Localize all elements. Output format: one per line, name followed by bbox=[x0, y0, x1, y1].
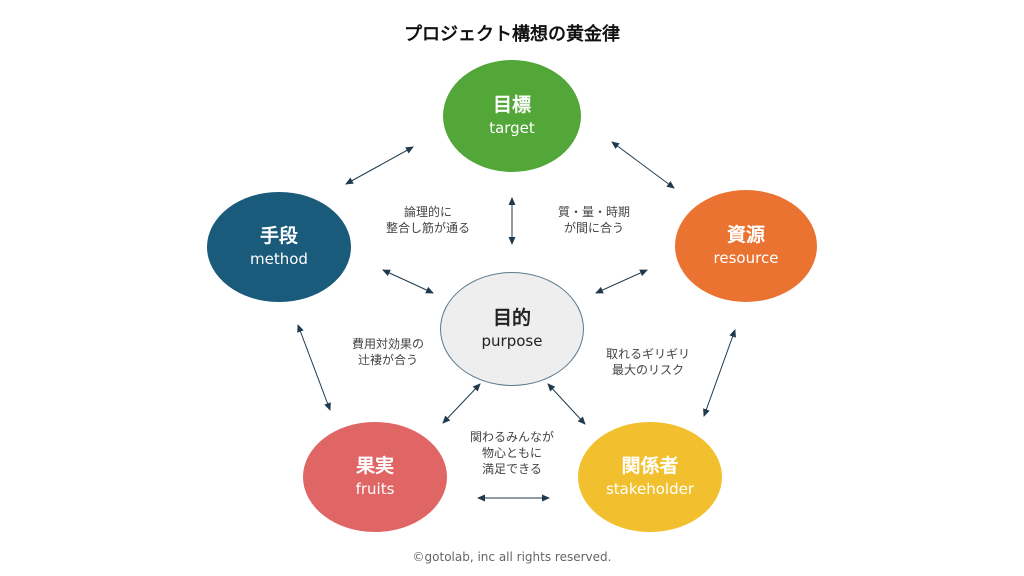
note-line: が間に合う bbox=[563, 221, 624, 235]
arrow-purpose-stakeholder bbox=[547, 383, 586, 425]
node-purpose-en: purpose bbox=[481, 332, 543, 350]
arrow-method-target bbox=[345, 146, 414, 185]
arrow-target-resource bbox=[611, 141, 675, 189]
node-method: 手段 method bbox=[207, 192, 351, 302]
node-target: 目標 target bbox=[443, 60, 581, 172]
arrow-resource-purpose bbox=[595, 269, 648, 294]
note-line: 辻褄が合う bbox=[357, 353, 418, 367]
node-fruits: 果実 fruits bbox=[303, 422, 447, 532]
node-method-jp: 手段 bbox=[259, 225, 298, 247]
node-method-en: method bbox=[250, 250, 308, 268]
node-purpose: 目的 purpose bbox=[440, 272, 584, 386]
node-stakeholder-en: stakeholder bbox=[605, 480, 695, 498]
note-line: 物心ともに bbox=[481, 446, 542, 460]
copyright-footer: ©gotolab, inc all rights reserved. bbox=[412, 550, 612, 564]
node-resource-en: resource bbox=[713, 249, 779, 267]
node-stakeholder: 関係者 stakeholder bbox=[578, 422, 722, 532]
note-line: 取れるギリギリ bbox=[605, 347, 690, 361]
note-line: 質・量・時期 bbox=[557, 205, 630, 219]
note-method-target: 論理的に 整合し筋が通る bbox=[368, 204, 488, 236]
diagram-title: プロジェクト構想の黄金律 bbox=[404, 24, 620, 45]
node-fruits-en: fruits bbox=[355, 480, 395, 498]
note-line: 最大のリスク bbox=[611, 363, 684, 377]
note-line: 整合し筋が通る bbox=[385, 221, 470, 235]
note-line: 関わるみんなが bbox=[469, 430, 554, 444]
note-line: 満足できる bbox=[482, 462, 542, 476]
arrow-purpose-fruits bbox=[442, 383, 481, 424]
node-target-jp: 目標 bbox=[492, 94, 531, 116]
note-line: 論理的に bbox=[403, 205, 452, 219]
node-stakeholder-jp: 関係者 bbox=[621, 455, 679, 477]
note-target-resource: 質・量・時期 が間に合う bbox=[534, 204, 654, 236]
note-line: 費用対効果の bbox=[351, 337, 424, 351]
node-resource-jp: 資源 bbox=[726, 224, 765, 246]
node-fruits-jp: 果実 bbox=[355, 455, 394, 477]
arrow-resource-stakeholder bbox=[703, 329, 736, 417]
node-resource: 資源 resource bbox=[675, 190, 817, 302]
note-fruits-stakeholder: 関わるみんなが 物心ともに 満足できる bbox=[452, 429, 572, 477]
node-target-en: target bbox=[489, 119, 535, 137]
arrow-method-purpose bbox=[382, 269, 434, 294]
note-resource-stakeholder: 取れるギリギリ 最大のリスク bbox=[588, 346, 708, 378]
note-method-fruits: 費用対効果の 辻褄が合う bbox=[328, 336, 448, 368]
node-purpose-jp: 目的 bbox=[492, 307, 531, 329]
arrow-method-fruits bbox=[297, 324, 331, 411]
